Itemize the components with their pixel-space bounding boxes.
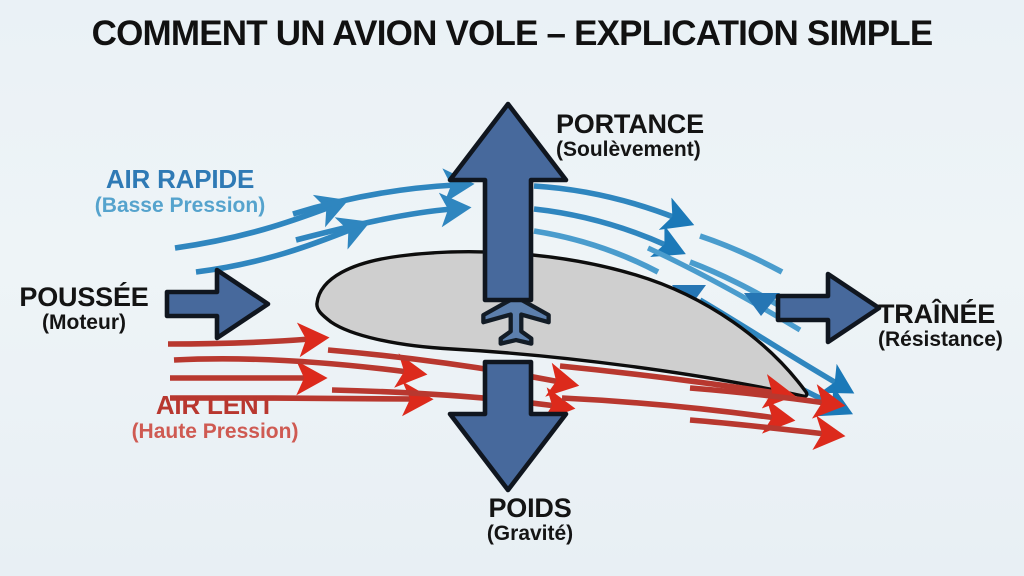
air-rapide-sub: (Basse Pression) [94,194,266,218]
poids-main: POIDS [488,493,572,523]
weight-arrow-down-icon [447,359,569,493]
thrust-arrow-right-shape [164,267,271,341]
label-poids: POIDS (Gravité) [430,494,630,545]
airfoil-shape [315,250,809,398]
air-rapide-main: AIR RAPIDE [105,164,255,194]
poids-sub: (Gravité) [486,522,574,546]
title-text: COMMENT UN AVION VOLE – EXPLICATION SIMP… [91,14,934,53]
trainee-sub: (Résistance) [878,328,1003,352]
portance-main: PORTANCE [556,109,704,139]
poussee-main: POUSSÉE [19,282,149,312]
slow-airflow-streamlines [167,322,846,450]
drag-arrow-right-icon [775,271,882,345]
air-lent-sub: (Haute Pression) [131,420,299,444]
poussee-sub: (Moteur) [42,311,126,335]
air-lent-main: AIR LENT [155,390,275,420]
portance-sub: (Soulèvement) [556,138,701,162]
label-air-rapide: AIR RAPIDE (Basse Pression) [62,164,298,218]
trainee-main: TRAÎNÉE [878,299,996,329]
label-air-lent: AIR LENT (Haute Pression) [98,390,332,444]
label-portance: PORTANCE (Soulèvement) [556,110,770,161]
page-title: COMMENT UN AVION VOLE – EXPLICATION SIMP… [0,14,1024,54]
label-trainee: TRAÎNÉE (Résistance) [878,300,1024,351]
label-poussee: POUSSÉE (Moteur) [4,283,164,334]
lift-arrow-up-icon [447,101,569,303]
